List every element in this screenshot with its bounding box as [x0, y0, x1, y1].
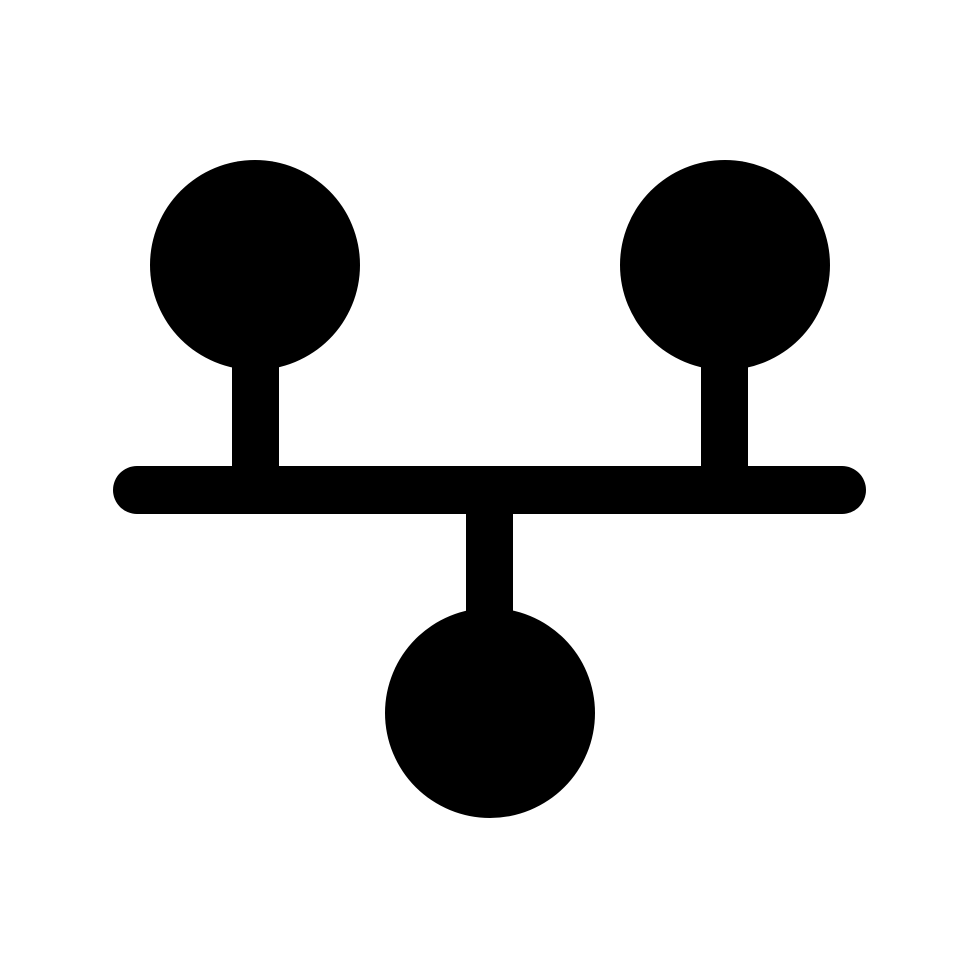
- bottom-center-node: [385, 608, 595, 818]
- icon-shapes: [113, 160, 866, 818]
- top-right-node: [620, 160, 830, 370]
- top-left-node: [150, 160, 360, 370]
